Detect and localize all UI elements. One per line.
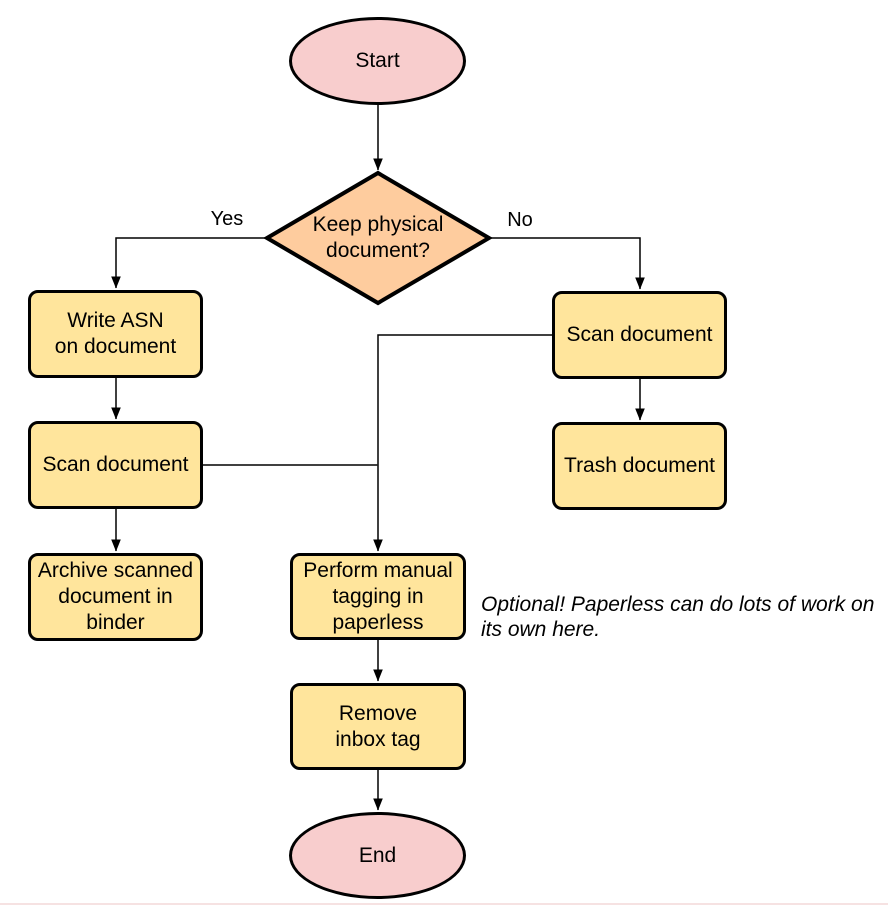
- edge-label-no: No: [507, 209, 533, 231]
- node-scan-document-right: Scan document: [552, 291, 727, 379]
- node-manual-tagging: Perform manual tagging in paperless: [290, 553, 466, 640]
- edge-label-yes: Yes: [210, 208, 244, 230]
- node-trash-document: Trash document: [552, 422, 727, 510]
- node-write-asn: Write ASN on document: [28, 290, 203, 378]
- edge-scan-right-to-tagging: [373, 334, 552, 552]
- node-end: End: [289, 812, 466, 899]
- node-decision-label: Keep physical document?: [312, 213, 444, 262]
- node-start: Start: [289, 17, 466, 105]
- page-bottom-divider: [0, 903, 888, 905]
- node-remove-inbox-tag: Remove inbox tag: [290, 683, 466, 770]
- edge-decision-yes-to-write-asn: [111, 237, 266, 289]
- edge-decision-no-to-scan-right: [490, 237, 645, 290]
- node-archive-in-binder: Archive scanned document in binder: [28, 553, 203, 641]
- node-scan-document-left: Scan document: [28, 421, 203, 509]
- optional-note: Optional! Paperless can do lots of work …: [481, 593, 875, 641]
- node-decision-shape: [263, 170, 493, 306]
